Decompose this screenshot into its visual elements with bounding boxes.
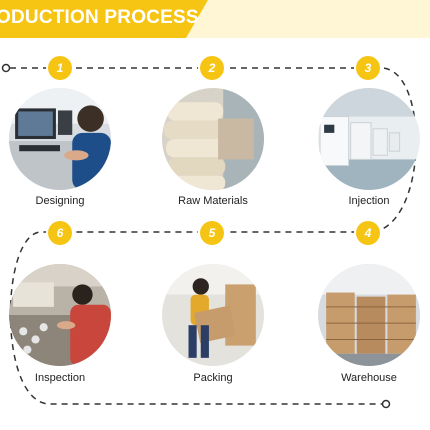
designing-photo bbox=[9, 88, 111, 190]
step-label-packing: Packing bbox=[193, 372, 233, 384]
step-label-designing: Designing bbox=[35, 195, 85, 207]
section-banner: ODUCTION PROCESS bbox=[0, 0, 430, 38]
step-label-inspection: Inspection bbox=[34, 372, 86, 384]
path-line bbox=[9, 67, 417, 405]
banner-corner bbox=[186, 0, 208, 38]
step-badge-2: 2 bbox=[200, 56, 224, 80]
step-badge-4: 4 bbox=[356, 221, 380, 245]
injection-photo bbox=[318, 88, 420, 190]
path-start-dot bbox=[1, 63, 11, 73]
step-badge-5: 5 bbox=[200, 221, 224, 245]
step-label-injection: Injection bbox=[348, 195, 390, 207]
step-badge-1: 1 bbox=[48, 56, 72, 80]
banner-title: ODUCTION PROCESS bbox=[0, 7, 199, 28]
raw-materials-photo bbox=[162, 88, 264, 190]
step-label-raw-materials: Raw Materials bbox=[178, 195, 248, 207]
warehouse-photo bbox=[318, 264, 420, 366]
banner-yellow-band bbox=[0, 0, 186, 38]
packing-photo bbox=[162, 264, 264, 366]
path-end-dot bbox=[381, 399, 391, 409]
step-badge-3: 3 bbox=[356, 56, 380, 80]
step-label-warehouse: Warehouse bbox=[341, 372, 397, 384]
inspection-photo bbox=[9, 264, 111, 366]
step-badge-6: 6 bbox=[48, 221, 72, 245]
